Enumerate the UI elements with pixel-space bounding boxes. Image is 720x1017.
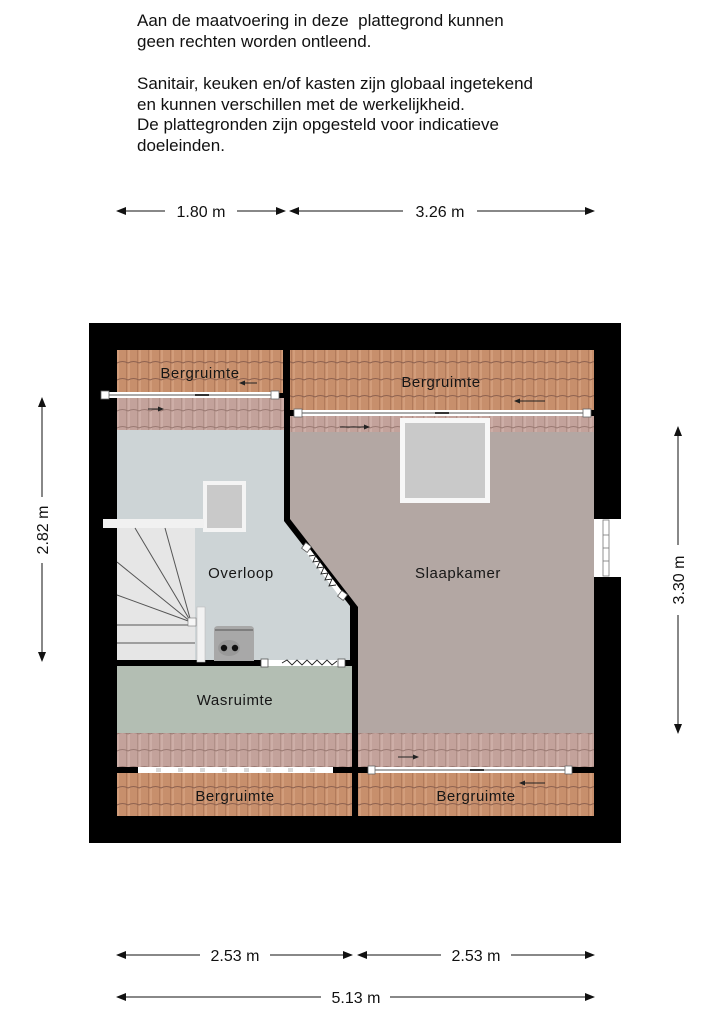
dimension-top-left: 1.80 m — [177, 204, 226, 221]
storage-bottom-left-area — [117, 773, 352, 816]
room-label-storage-top-left: Bergruimte — [160, 365, 239, 382]
sliding-door-top-left — [100, 390, 280, 400]
note-line: geen rechten worden ontleend. — [137, 31, 372, 51]
sliding-door-bottom-right — [367, 765, 573, 775]
skylight-landing — [203, 481, 246, 532]
disclaimer-notes: Aan de maatvoering in deze plattegrond k… — [137, 11, 533, 156]
room-label-storage-bottom-left: Bergruimte — [195, 788, 274, 805]
storage-bottom-right-area — [358, 773, 594, 816]
note-line: Sanitair, keuken en/of kasten zijn globa… — [137, 74, 533, 93]
roof-slope-bottom-right — [358, 733, 594, 767]
dimension-left-height: 2.82 m — [35, 506, 52, 555]
door-diagonal — [301, 542, 348, 601]
door-laundry — [260, 658, 346, 668]
slope-arrows — [148, 380, 545, 786]
sliding-door-top-right — [293, 408, 592, 418]
roof-slope-top-left — [117, 398, 284, 430]
room-label-landing: Overloop — [208, 565, 274, 582]
room-label-storage-top-right: Bergruimte — [401, 374, 480, 391]
note-line: doeleinden. — [137, 135, 225, 155]
dimension-right-height: 3.30 m — [671, 556, 688, 605]
dimension-bottom-left: 2.53 m — [211, 948, 260, 965]
boiler-icon — [214, 626, 254, 661]
dimension-top-right: 3.26 m — [416, 204, 465, 221]
laundry-area — [117, 666, 352, 733]
dimension-bottom-right: 2.53 m — [452, 948, 501, 965]
room-label-bedroom: Slaapkamer — [415, 565, 501, 582]
storage-top-right-area — [290, 350, 594, 410]
note-line: Aan de maatvoering in deze plattegrond k… — [137, 11, 504, 30]
bedroom-area — [290, 432, 594, 733]
room-label-storage-bottom-right: Bergruimte — [436, 788, 515, 805]
window-right — [594, 519, 622, 577]
skylight-bedroom — [400, 418, 490, 503]
note-line: en kunnen verschillen met de werkelijkhe… — [137, 94, 465, 114]
knee-wall-panel-bottom-left — [138, 767, 333, 773]
roof-slope-bottom-left — [117, 733, 352, 767]
room-label-laundry: Wasruimte — [197, 692, 274, 709]
storage-top-left-area — [117, 350, 283, 393]
note-line: De plattegronden zijn opgesteld voor ind… — [137, 115, 499, 134]
staircase — [103, 519, 206, 663]
dimension-bottom-total: 5.13 m — [332, 990, 381, 1007]
